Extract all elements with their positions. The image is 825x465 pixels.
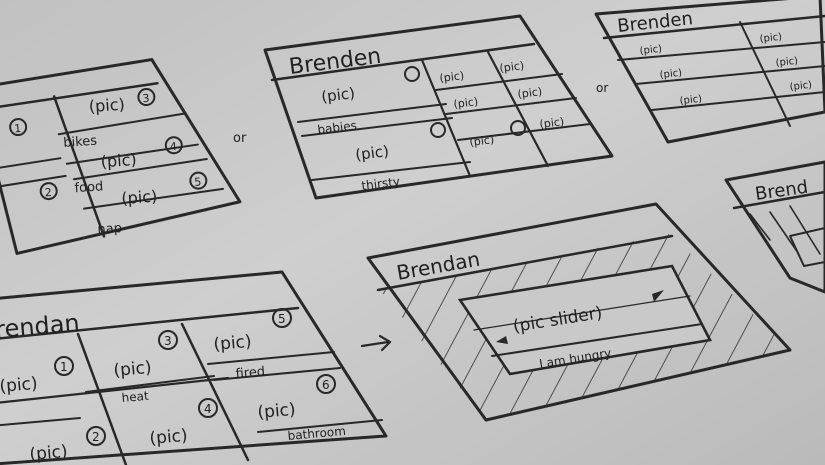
vignette-overlay xyxy=(0,0,825,465)
sketch-paper-scene: (pic) 3 bikes (pic) 4 food (pic) 5 nap 1… xyxy=(0,0,825,465)
